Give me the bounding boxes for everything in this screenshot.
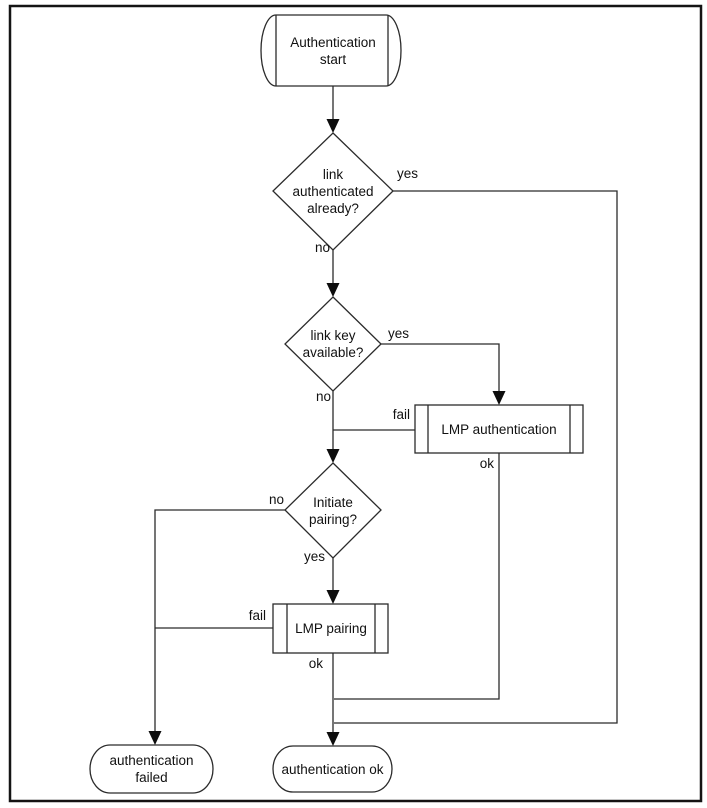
arrowhead-into-d2 xyxy=(326,283,340,297)
arrowhead-into-failed xyxy=(148,731,162,745)
edge-d2-yes-line xyxy=(381,343,500,392)
decision-link-authenticated-shape xyxy=(272,132,394,251)
process-lmp-pairing-bars xyxy=(286,604,376,653)
page-border xyxy=(8,4,703,803)
arrowhead-into-d1 xyxy=(326,119,340,133)
arrowhead-into-lmpauth xyxy=(492,391,506,405)
edge-d3-no-line xyxy=(154,509,285,732)
start-terminator-bars xyxy=(275,15,389,86)
edge-lmpauth-ok-line xyxy=(334,453,500,700)
decision-initiate-pairing-shape xyxy=(284,462,382,559)
process-lmp-authentication-shape xyxy=(414,404,584,454)
arrowhead-into-ok xyxy=(326,732,340,746)
arrowhead-into-lmppair xyxy=(326,590,340,604)
failed-terminator-shape xyxy=(89,744,214,794)
decision-link-key-available-shape xyxy=(284,296,382,392)
process-lmp-authentication-bars xyxy=(427,405,571,453)
arrowhead-into-d3 xyxy=(326,449,340,463)
ok-terminator-shape xyxy=(272,745,393,793)
edge-d1-yes-line xyxy=(334,190,618,724)
start-terminator-shape xyxy=(260,14,402,87)
process-lmp-pairing-shape xyxy=(272,603,389,654)
